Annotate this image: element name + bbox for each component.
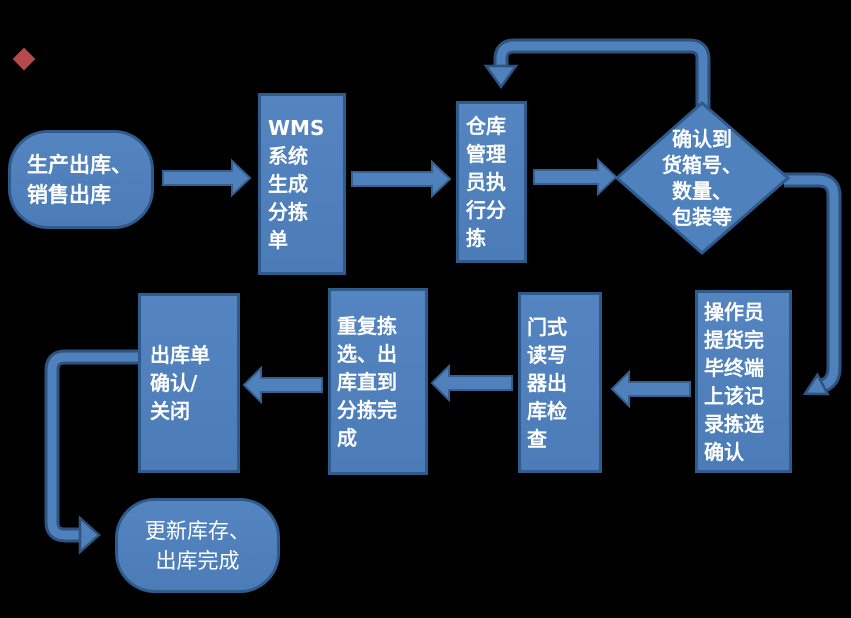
diamond-verify-shape — [614, 101, 791, 255]
node-warehouse-pick-label: 仓库 管理 员执 行分 拣 — [466, 114, 506, 250]
connector-verify-to-pick-loop — [483, 38, 711, 108]
node-order-close: 出库单 确认/ 关闭 — [138, 293, 240, 473]
node-repeat-until-done: 重复拣 选、出 库直到 分拣完 成 — [328, 288, 428, 475]
node-warehouse-pick: 仓库 管理 员执 行分 拣 — [456, 101, 527, 263]
node-verify-label: 确认到 货箱号、 数量、 包装等 — [662, 127, 742, 229]
node-gate-check: 门式 读写 器出 库检 查 — [518, 292, 602, 473]
arrow-start-to-wms — [162, 158, 252, 198]
arrow-pick-to-verify — [533, 157, 618, 197]
node-order-close-label: 出库单 确认/ 关闭 — [150, 343, 210, 423]
node-wms-generate-label: WMS 系统 生成 分拣 单 — [268, 116, 325, 252]
node-verify-label-box: 确认到 货箱号、 数量、 包装等 — [612, 106, 792, 250]
node-wms-generate: WMS 系统 生成 分拣 单 — [258, 93, 346, 275]
arrow-operator-to-gate — [610, 369, 691, 409]
node-gate-check-label: 门式 读写 器出 库检 查 — [527, 314, 567, 451]
node-operator-confirm-label: 操作员 提货完 毕终端 上该记 录拣选 确认 — [704, 299, 764, 464]
connector-close-to-finish — [44, 349, 140, 555]
arrow-repeat-to-close — [242, 365, 323, 405]
node-finish: 更新库存、 出库完成 — [115, 498, 280, 593]
node-finish-label: 更新库存、 出库完成 — [145, 518, 250, 573]
connector-verify-to-operator — [784, 172, 842, 396]
node-operator-confirm: 操作员 提货完 毕终端 上该记 录拣选 确认 — [695, 290, 792, 473]
node-start: 生产出库、 销售出库 — [8, 130, 154, 229]
node-start-label: 生产出库、 销售出库 — [27, 152, 132, 207]
arrow-gate-to-repeat — [430, 363, 513, 403]
arrow-wms-to-pick — [351, 159, 452, 199]
node-repeat-until-done-label: 重复拣 选、出 库直到 分拣完 成 — [337, 313, 397, 450]
